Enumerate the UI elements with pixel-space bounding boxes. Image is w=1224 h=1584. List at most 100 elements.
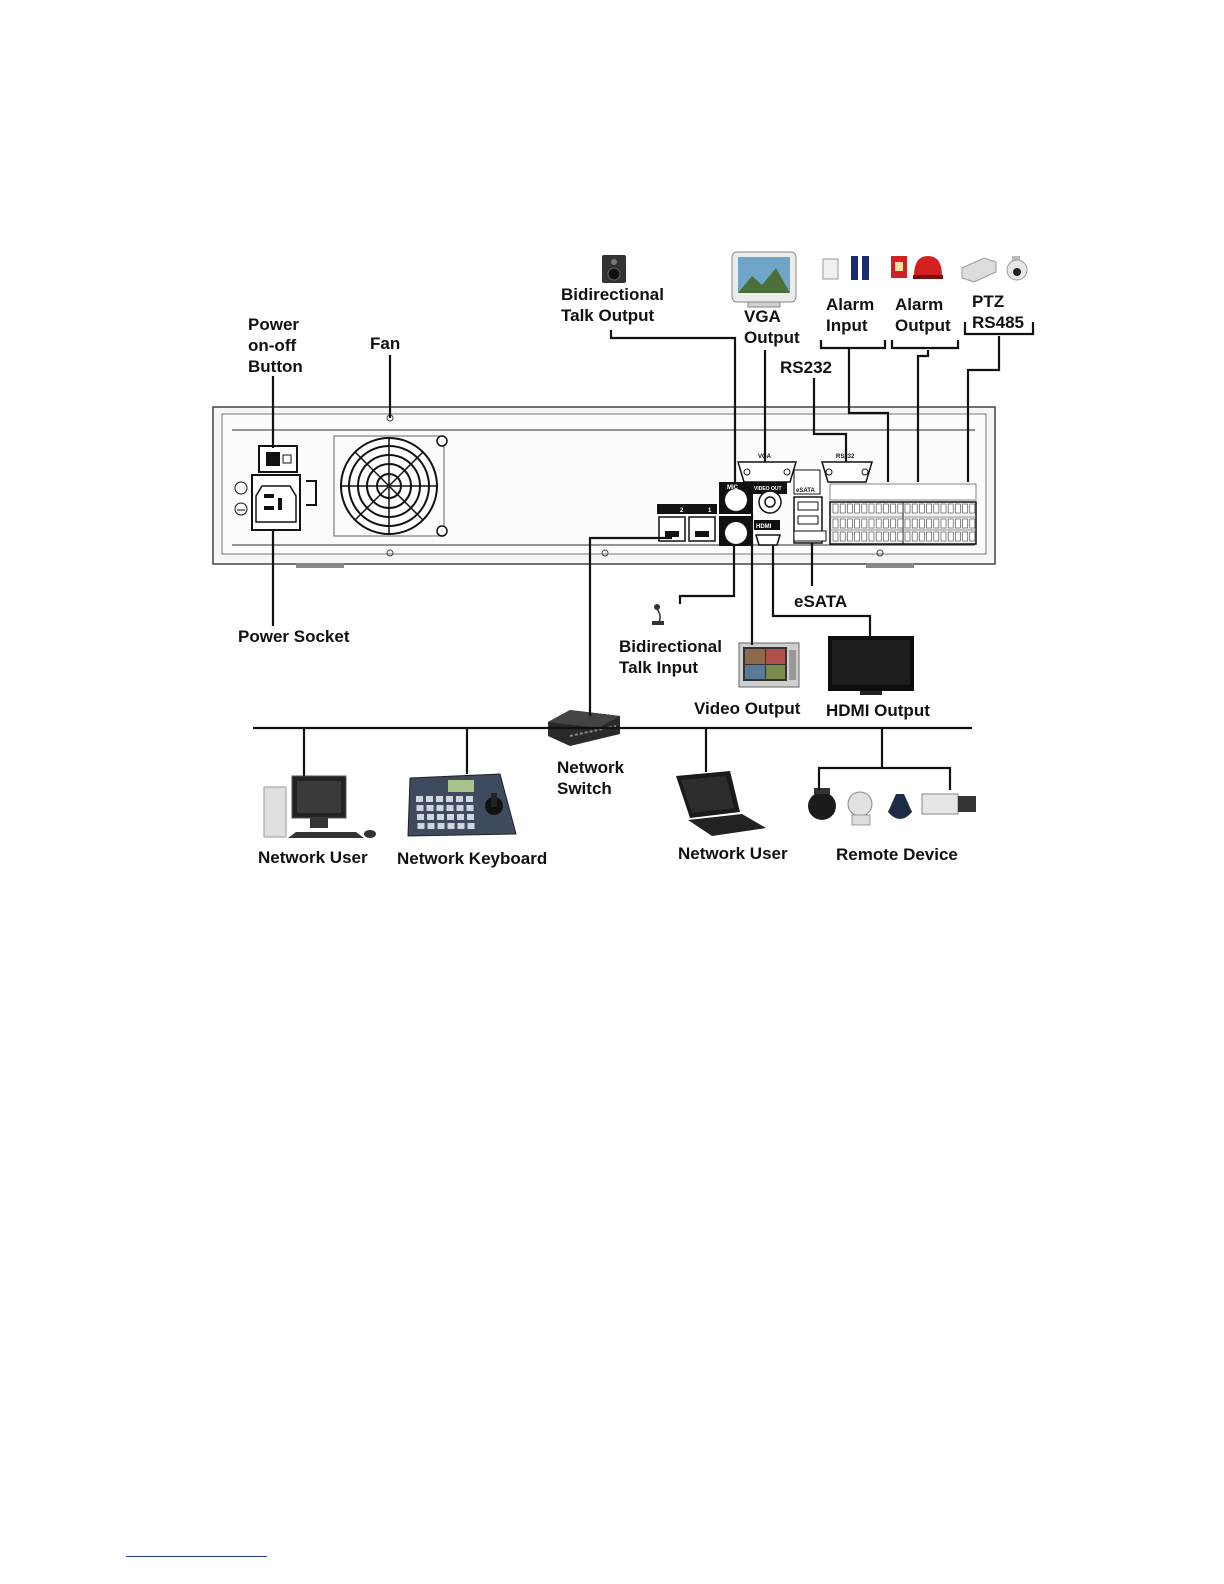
terminal-screw	[912, 504, 917, 513]
terminal-screw	[869, 532, 874, 541]
label-vga-line2: Output	[744, 328, 800, 347]
keypad-key	[447, 805, 454, 811]
alarm-terminal-block	[830, 484, 976, 544]
label-network-keyboard: Network Keyboard	[397, 849, 547, 868]
terminal-screw	[898, 519, 903, 528]
label-talk-output-line2: Talk Output	[561, 306, 655, 325]
siren-icons	[891, 256, 943, 279]
label-fan: Fan	[370, 334, 400, 353]
microphone-icon	[652, 604, 664, 625]
label-network-switch-line1: Network	[557, 758, 625, 777]
terminal-screw	[948, 504, 953, 513]
alarm-sensor-icons	[823, 256, 869, 280]
terminal-screw	[912, 532, 917, 541]
terminal-screw	[934, 519, 939, 528]
power-switch-icon	[259, 446, 297, 472]
terminal-screw	[876, 504, 881, 513]
terminal-screw	[941, 532, 946, 541]
label-video-output: Video Output	[694, 699, 801, 718]
terminal-screw	[891, 532, 896, 541]
keypad-key	[437, 805, 444, 811]
terminal-screw	[855, 504, 860, 513]
keypad-key	[418, 823, 425, 829]
terminal-screw	[934, 532, 939, 541]
hdmi-panel-label: HDMI	[756, 524, 772, 530]
keypad-key	[436, 796, 443, 802]
label-alarm-output-line1: Alarm	[895, 295, 943, 314]
terminal-screw	[970, 504, 975, 513]
keypad-key	[457, 814, 464, 820]
audio-ports: MIC	[719, 482, 753, 546]
keypad-key	[416, 796, 423, 802]
keypad-key	[427, 805, 434, 811]
terminal-screw	[970, 519, 975, 528]
terminal-screw	[883, 532, 888, 541]
keypad-key	[467, 814, 474, 820]
label-remote-device: Remote Device	[836, 845, 958, 864]
terminal-screw	[855, 519, 860, 528]
terminal-screw	[955, 504, 960, 513]
pc-network-user-icon	[264, 776, 376, 838]
keypad-key	[467, 805, 474, 811]
label-esata: eSATA	[794, 592, 847, 611]
laptop-network-user-icon	[676, 771, 766, 836]
label-alarm-input-line1: Alarm	[826, 295, 874, 314]
mic-label: MIC	[727, 485, 739, 491]
terminal-screw	[862, 532, 867, 541]
terminal-screw	[855, 532, 860, 541]
terminal-screw	[934, 504, 939, 513]
terminal-screw	[919, 519, 924, 528]
terminal-screw	[941, 519, 946, 528]
footnote-separator	[126, 1556, 267, 1557]
terminal-screw	[883, 519, 888, 528]
terminal-screw	[919, 532, 924, 541]
terminal-screw	[898, 532, 903, 541]
label-network-user-right: Network User	[678, 844, 788, 863]
crt-monitor-icon	[732, 252, 796, 307]
terminal-screw	[905, 504, 910, 513]
terminal-screw	[862, 519, 867, 528]
label-ptz-line2: RS485	[972, 313, 1024, 332]
label-talk-input-line1: Bidirectional	[619, 637, 722, 656]
keypad-key	[417, 805, 424, 811]
terminal-screw	[927, 519, 932, 528]
keypad-key	[466, 796, 473, 802]
terminal-screw	[927, 532, 932, 541]
keypad-key	[446, 796, 453, 802]
terminal-screw	[869, 519, 874, 528]
keypad-key	[437, 814, 444, 820]
terminal-screw	[876, 519, 881, 528]
terminal-screw	[941, 504, 946, 513]
label-alarm-output-line2: Output	[895, 316, 951, 335]
label-vga-line1: VGA	[744, 307, 781, 326]
keypad-key	[458, 823, 465, 829]
label-ptz-line1: PTZ	[972, 292, 1004, 311]
label-network-switch-line2: Switch	[557, 779, 612, 798]
keypad-key	[468, 823, 475, 829]
terminal-screw	[898, 504, 903, 513]
ptz-device-icons	[962, 256, 1027, 282]
terminal-screw	[955, 532, 960, 541]
label-power-line1: Power	[248, 315, 299, 334]
terminal-screw	[833, 532, 838, 541]
terminal-screw	[833, 519, 838, 528]
keypad-key	[427, 814, 434, 820]
label-power-line2: on-off	[248, 336, 296, 355]
terminal-screw	[955, 519, 960, 528]
terminal-screw	[905, 532, 910, 541]
terminal-screw	[840, 504, 845, 513]
label-talk-input-line2: Talk Input	[619, 658, 698, 677]
keypad-key	[426, 796, 433, 802]
hdmi-tv-icon	[828, 636, 914, 695]
terminal-screw	[891, 519, 896, 528]
video-monitor-icon	[739, 643, 799, 687]
label-power-line3: Button	[248, 357, 303, 376]
power-socket-icon	[252, 475, 300, 530]
terminal-screw	[963, 504, 968, 513]
keypad-key	[457, 805, 464, 811]
keypad-key	[438, 823, 445, 829]
terminal-screw	[840, 519, 845, 528]
terminal-screw	[847, 519, 852, 528]
terminal-screw	[876, 532, 881, 541]
terminal-screw	[847, 504, 852, 513]
